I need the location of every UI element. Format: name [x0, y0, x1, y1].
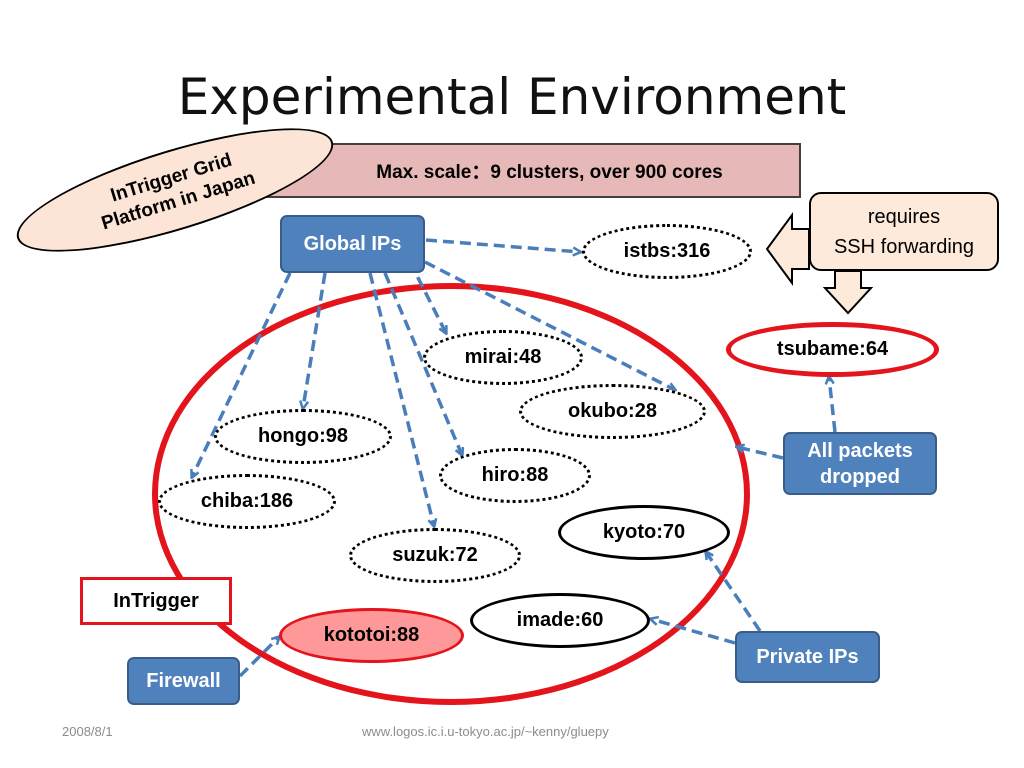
all-packets-line-1: All packets [807, 439, 913, 462]
arrow-global-hongo [303, 272, 327, 408]
node-suzuk-label: suzuk:72 [392, 544, 478, 566]
node-tsubame-label: tsubame:64 [776, 338, 889, 360]
footer-url: www.logos.ic.i.u-tokyo.ac.jp/~kenny/glue… [362, 724, 609, 739]
arrow-private-imade [651, 619, 736, 645]
intrigger-legend-label: InTrigger [113, 589, 199, 612]
node-hongo: hongo:98 [214, 409, 392, 464]
ssh-forwarding-callout: requires SSH forwarding [809, 192, 999, 271]
footer-date: 2008/8/1 [62, 724, 113, 739]
callout-line-2: SSH forwarding [833, 235, 975, 258]
node-hiro-label: hiro:88 [481, 464, 549, 486]
node-okubo-label: okubo:28 [568, 400, 657, 422]
node-chiba-label: chiba:186 [200, 490, 294, 512]
node-chiba: chiba:186 [158, 474, 336, 529]
all-packets-dropped-box: All packets dropped [783, 432, 937, 495]
node-imade: imade:60 [470, 593, 650, 648]
private-ips-label: Private IPs [756, 646, 859, 668]
arrow-global-chiba [192, 272, 292, 477]
callout-line-1: requires [867, 205, 941, 228]
private-ips-box: Private IPs [735, 631, 880, 683]
node-okubo: okubo:28 [519, 384, 706, 439]
firewall-box: Firewall [127, 657, 240, 705]
arrow-global-istbs [425, 238, 580, 252]
node-kyoto-label: kyoto:70 [602, 521, 686, 543]
node-kototoi-label: kototoi:88 [323, 624, 420, 646]
node-istbs: istbs:316 [582, 224, 752, 279]
arrow-allpackets-ring [737, 447, 784, 460]
arrow-allpackets-tsubame [829, 377, 837, 433]
node-hiro: hiro:88 [439, 448, 591, 503]
node-istbs-label: istbs:316 [623, 240, 711, 262]
firewall-label: Firewall [146, 670, 221, 692]
arrow-firewall-kototoi [238, 637, 279, 678]
global-ips-label: Global IPs [303, 233, 402, 255]
node-imade-label: imade:60 [516, 609, 604, 631]
all-packets-line-2: dropped [819, 465, 900, 488]
block-arrow-left [765, 211, 810, 287]
intrigger-cluster-ring [152, 283, 750, 705]
arrow-private-kyoto [706, 552, 762, 632]
arrow-global-suzuk [368, 272, 434, 526]
node-mirai: mirai:48 [423, 330, 583, 385]
node-tsubame: tsubame:64 [726, 322, 939, 377]
arrow-global-mirai [408, 261, 446, 333]
node-hongo-label: hongo:98 [258, 425, 348, 447]
global-ips-box: Global IPs [280, 215, 425, 273]
node-suzuk: suzuk:72 [349, 528, 521, 583]
intrigger-legend-box: InTrigger [80, 577, 232, 625]
node-kyoto: kyoto:70 [558, 505, 730, 560]
block-arrow-down [822, 270, 874, 315]
arrow-global-okubo [424, 260, 675, 390]
node-mirai-label: mirai:48 [464, 346, 542, 368]
page-title: Experimental Environment [177, 68, 847, 126]
node-kototoi: kototoi:88 [279, 608, 464, 663]
